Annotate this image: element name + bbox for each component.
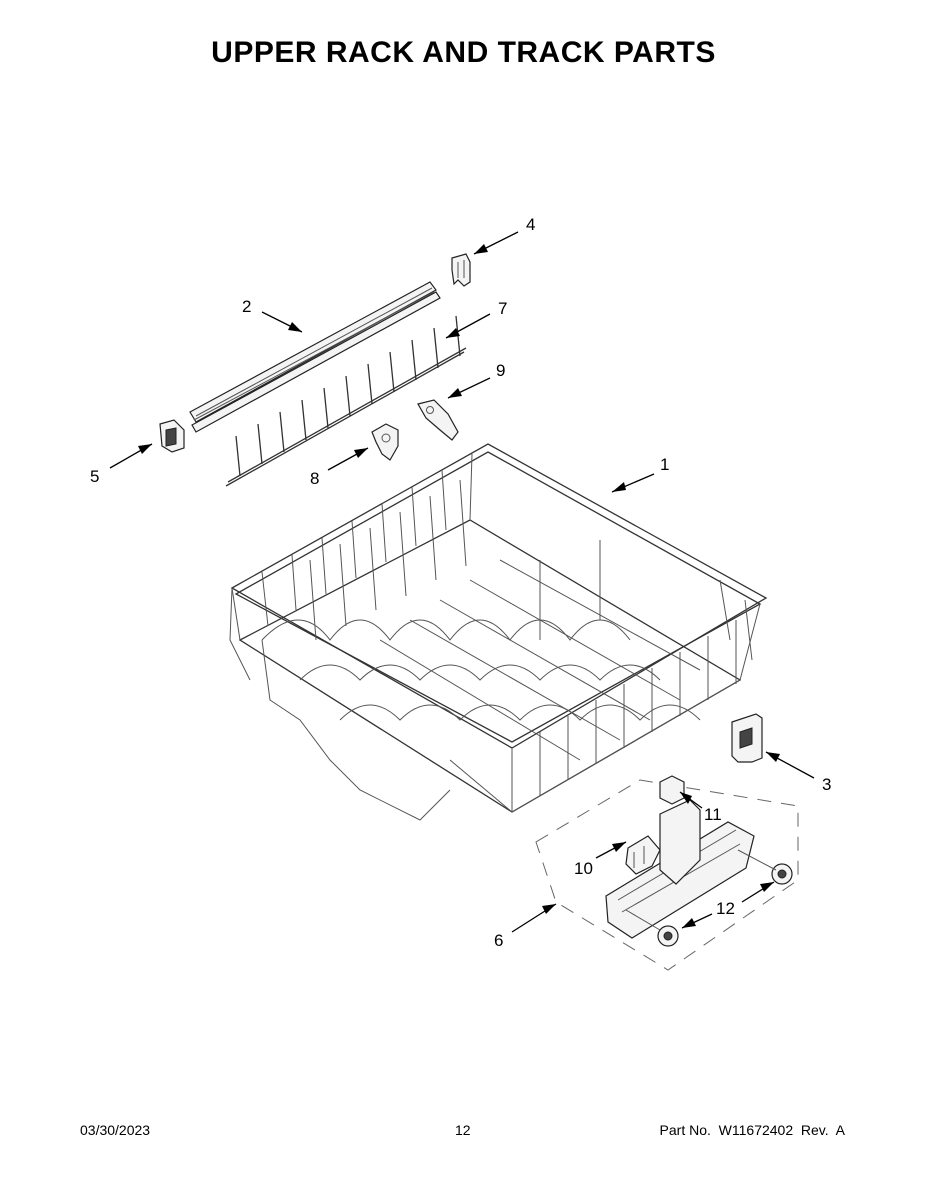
part-7-tine-row	[225, 315, 467, 487]
callout-11: 11	[704, 805, 722, 824]
callout-2: 2	[242, 297, 251, 316]
part-5-clip	[159, 419, 185, 453]
part-4-clip	[451, 253, 471, 287]
callout-6: 6	[494, 931, 503, 950]
callout-9: 9	[496, 361, 505, 380]
callout-1: 1	[660, 455, 669, 474]
part-8-bracket	[371, 423, 399, 461]
part-1-rack	[229, 443, 768, 821]
callout-8: 8	[310, 469, 319, 488]
footer-date: 03/30/2023	[80, 1122, 151, 1138]
page-title: UPPER RACK AND TRACK PARTS	[211, 36, 716, 69]
callout-4: 4	[526, 215, 535, 234]
callout-5: 5	[90, 467, 99, 486]
callout-3: 3	[822, 775, 831, 794]
footer-part-number: Part No. W11672402 Rev. A	[659, 1122, 845, 1138]
part-2-rail	[189, 281, 441, 433]
callout-10: 10	[574, 859, 593, 878]
part-3-track-stop	[731, 713, 763, 763]
leader-arrows	[109, 231, 815, 933]
part-9-clip	[417, 399, 459, 441]
footer-page-number: 12	[455, 1122, 471, 1138]
callout-7: 7	[498, 299, 507, 318]
callout-12: 12	[716, 899, 735, 918]
part-6-adjuster-assembly	[535, 775, 799, 971]
